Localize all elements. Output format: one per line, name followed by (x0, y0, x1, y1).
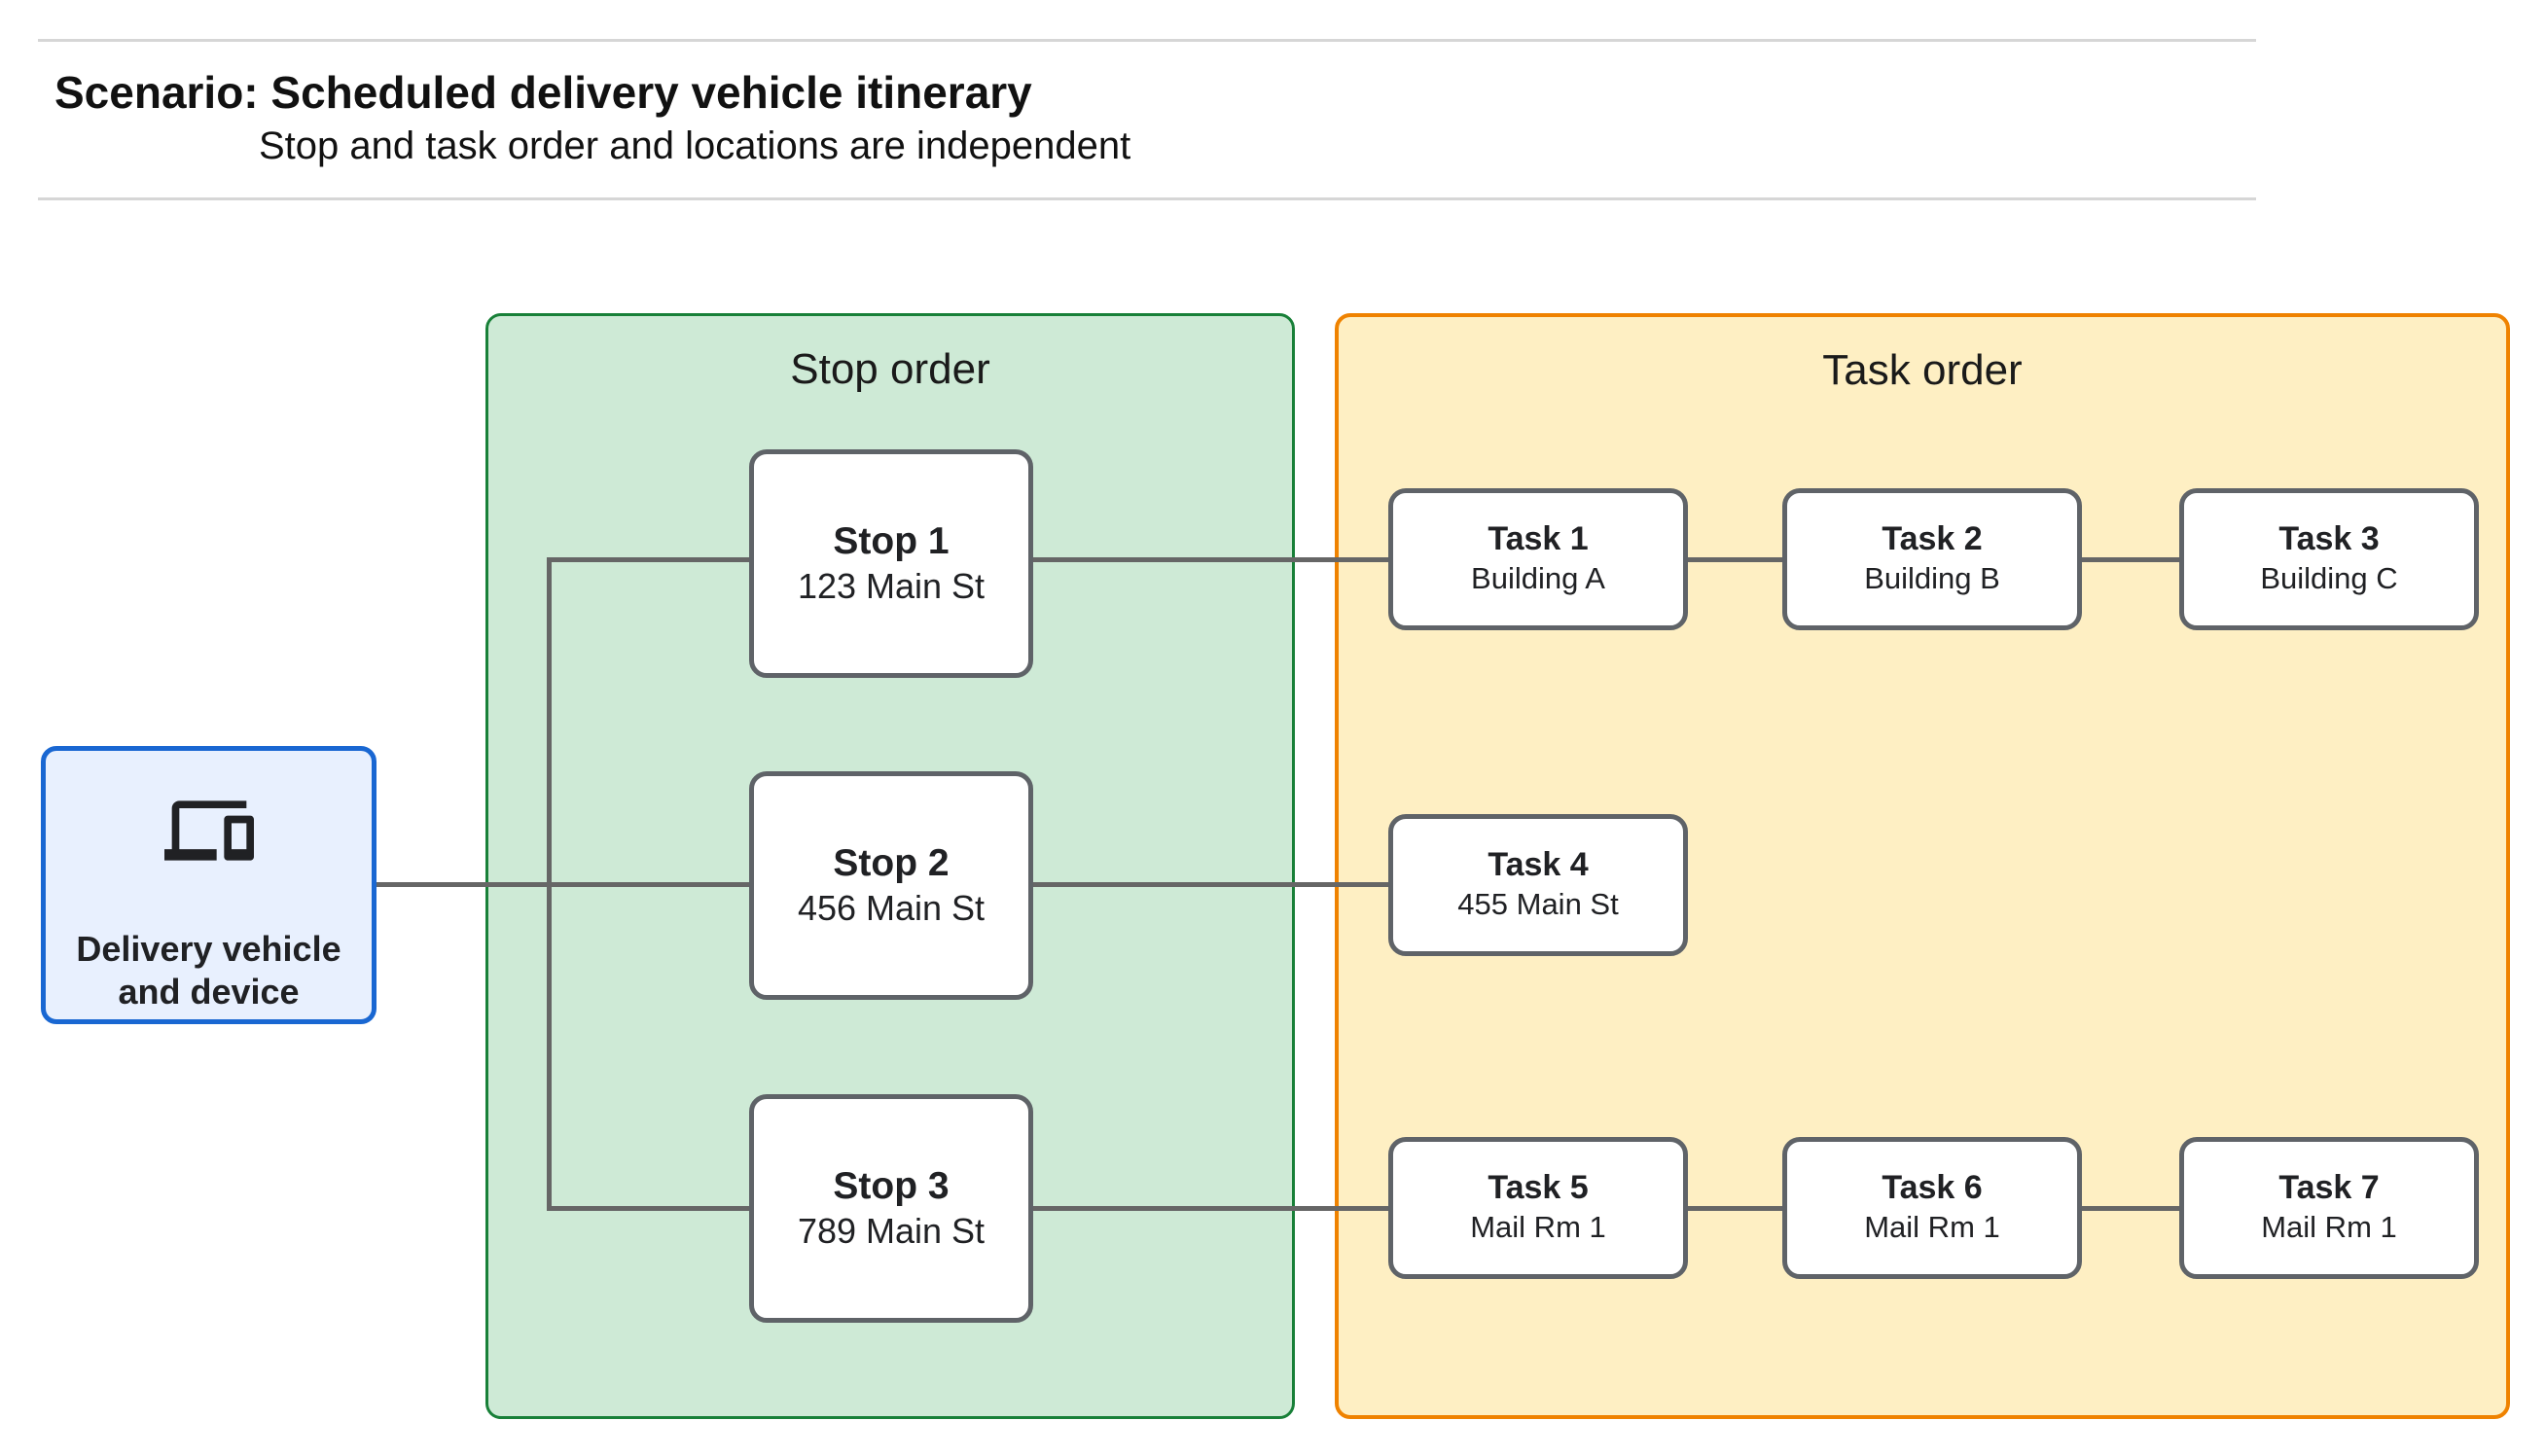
page-title: Scenario: Scheduled delivery vehicle iti… (54, 67, 1032, 118)
connector-trunk-vertical (547, 557, 552, 1211)
task-3-title: Task 3 (2278, 520, 2380, 558)
stop-order-group-title: Stop order (790, 345, 990, 393)
stop-1-node: Stop 1 123 Main St (749, 449, 1033, 678)
task-3-location: Building C (2260, 561, 2398, 596)
delivery-vehicle-label-line1: Delivery vehicle (76, 929, 341, 969)
stop-1-title: Stop 1 (833, 519, 950, 562)
task-4-location: 455 Main St (1457, 887, 1619, 922)
connector-stop3-to-task5 (1033, 1206, 1388, 1211)
connector-task5-to-task6 (1686, 1206, 1785, 1211)
task-5-title: Task 5 (1488, 1169, 1589, 1207)
connector-task2-to-task3 (2080, 557, 2182, 562)
connector-stop1-to-task1 (1033, 557, 1388, 562)
stop-1-address: 123 Main St (797, 566, 986, 607)
task-5-location: Mail Rm 1 (1470, 1210, 1606, 1245)
task-2-location: Building B (1864, 561, 2000, 596)
stop-3-title: Stop 3 (833, 1164, 950, 1207)
task-5-node: Task 5 Mail Rm 1 (1388, 1137, 1688, 1279)
devices-icon (46, 786, 372, 875)
stop-2-title: Stop 2 (833, 841, 950, 884)
task-2-title: Task 2 (1882, 520, 1983, 558)
task-7-node: Task 7 Mail Rm 1 (2179, 1137, 2479, 1279)
task-4-title: Task 4 (1488, 846, 1589, 884)
task-order-group-title: Task order (1822, 346, 2023, 394)
task-6-title: Task 6 (1882, 1169, 1983, 1207)
task-2-node: Task 2 Building B (1782, 488, 2082, 630)
stop-2-address: 456 Main St (797, 888, 986, 929)
task-1-node: Task 1 Building A (1388, 488, 1688, 630)
task-1-title: Task 1 (1488, 520, 1589, 558)
task-1-location: Building A (1471, 561, 1605, 596)
task-3-node: Task 3 Building C (2179, 488, 2479, 630)
task-7-title: Task 7 (2278, 1169, 2380, 1207)
header-divider (38, 197, 2256, 200)
connector-task6-to-task7 (2080, 1206, 2182, 1211)
connector-trunk-to-stop1 (547, 557, 749, 562)
task-6-node: Task 6 Mail Rm 1 (1782, 1137, 2082, 1279)
task-7-location: Mail Rm 1 (2261, 1210, 2397, 1245)
task-4-node: Task 4 455 Main St (1388, 814, 1688, 956)
connector-device-to-stop2 (375, 882, 749, 887)
connector-trunk-to-stop3 (547, 1206, 749, 1211)
page-subtitle: Stop and task order and locations are in… (259, 124, 1131, 167)
task-6-location: Mail Rm 1 (1864, 1210, 2000, 1245)
stop-3-node: Stop 3 789 Main St (749, 1094, 1033, 1323)
stop-3-address: 789 Main St (797, 1211, 986, 1252)
top-divider (38, 39, 2256, 42)
delivery-vehicle-label-line2: and device (118, 972, 300, 1012)
connector-stop2-to-task4 (1033, 882, 1388, 887)
stop-2-node: Stop 2 456 Main St (749, 771, 1033, 1000)
connector-task1-to-task2 (1686, 557, 1785, 562)
delivery-vehicle-label: Delivery vehicle and device (46, 928, 372, 1013)
delivery-vehicle-node: Delivery vehicle and device (41, 746, 377, 1024)
